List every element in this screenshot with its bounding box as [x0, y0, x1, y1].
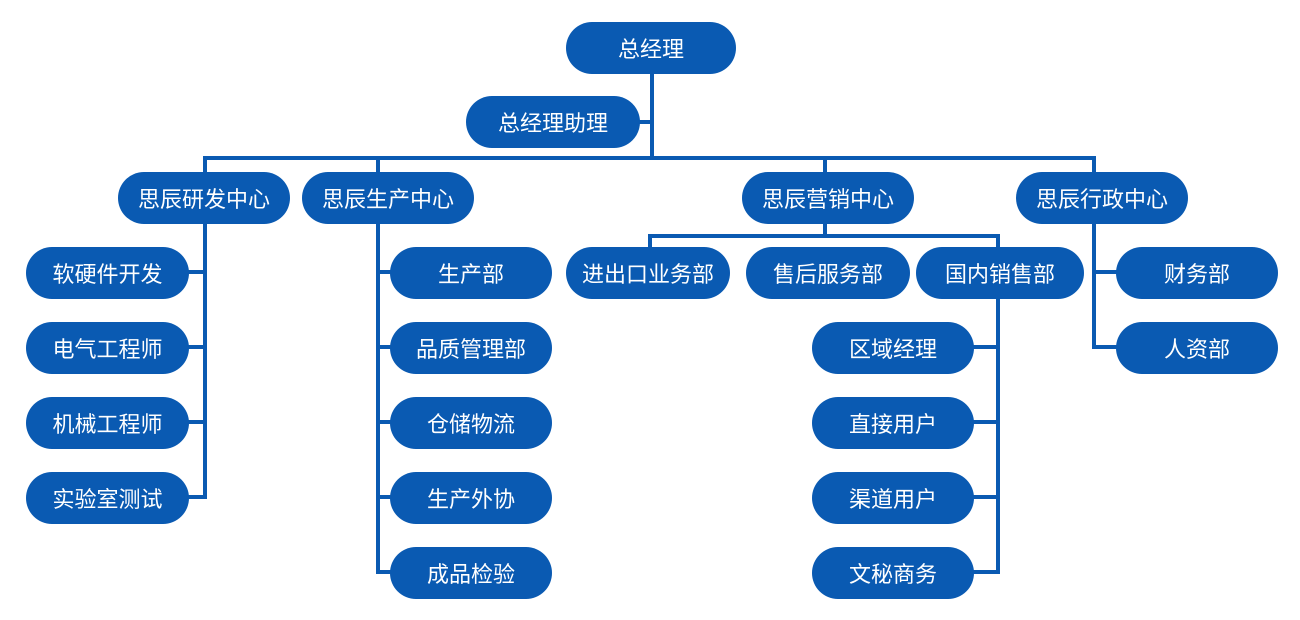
node-lab-testing: 实验室测试 — [26, 472, 189, 524]
node-production-outsourcing: 生产外协 — [390, 472, 552, 524]
node-channel-users: 渠道用户 — [812, 472, 974, 524]
connector-admin-children — [1092, 220, 1118, 349]
node-domestic-sales-dept: 国内销售部 — [916, 247, 1084, 299]
connector-prod-children — [376, 220, 394, 574]
node-quality-management: 品质管理部 — [390, 322, 552, 374]
node-finished-inspection: 成品检验 — [390, 547, 552, 599]
node-software-hardware-dev: 软硬件开发 — [26, 247, 189, 299]
node-hr-dept: 人资部 — [1116, 322, 1278, 374]
node-general-manager: 总经理 — [566, 22, 736, 74]
node-warehouse-logistics: 仓储物流 — [390, 397, 552, 449]
node-general-manager-assistant: 总经理助理 — [466, 96, 640, 148]
node-import-export-dept: 进出口业务部 — [566, 247, 730, 299]
node-regional-manager: 区域经理 — [812, 322, 974, 374]
node-sales-center: 思辰营销中心 — [742, 172, 914, 224]
connector-rd-children — [187, 220, 207, 499]
node-direct-users: 直接用户 — [812, 397, 974, 449]
node-mechanical-engineer: 机械工程师 — [26, 397, 189, 449]
node-finance-dept: 财务部 — [1116, 247, 1278, 299]
node-after-sales-dept: 售后服务部 — [746, 247, 910, 299]
connector-domestic-children — [972, 296, 1000, 574]
connector-sales-departments — [648, 220, 1000, 250]
node-rd-center: 思辰研发中心 — [118, 172, 290, 224]
node-electrical-engineer: 电气工程师 — [26, 322, 189, 374]
node-production-dept: 生产部 — [390, 247, 552, 299]
node-production-center: 思辰生产中心 — [302, 172, 474, 224]
node-admin-center: 思辰行政中心 — [1016, 172, 1188, 224]
node-secretarial-business: 文秘商务 — [812, 547, 974, 599]
